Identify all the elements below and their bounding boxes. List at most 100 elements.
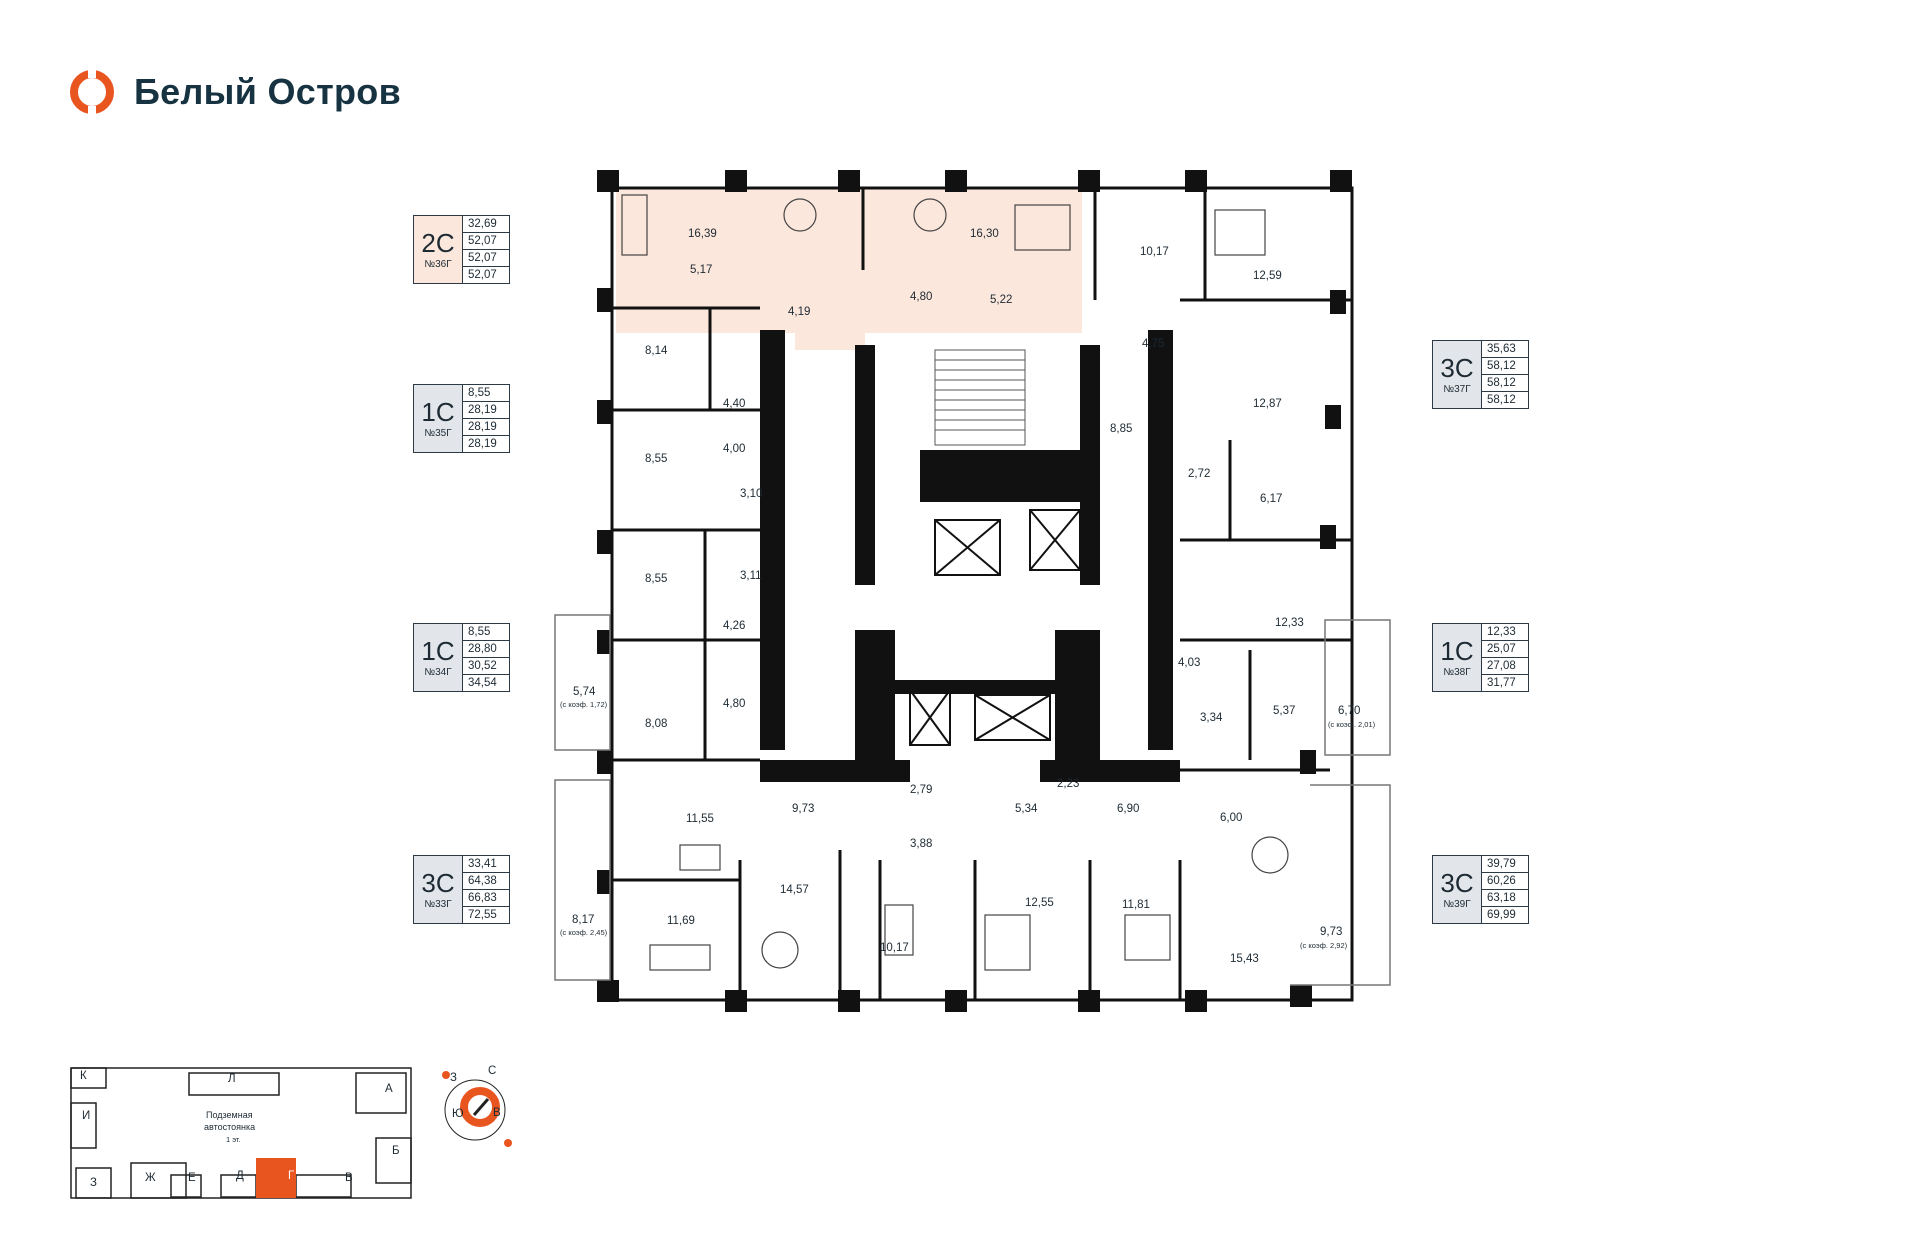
apartment-value: 28,19 <box>463 419 509 436</box>
room-area: 8,14 <box>645 345 668 357</box>
section-letter[interactable]: А <box>385 1083 393 1095</box>
room-area: 2,23 <box>1057 778 1080 790</box>
section-letter[interactable]: Д <box>236 1170 244 1182</box>
room-area: 6,90 <box>1117 803 1140 815</box>
brand-name: Белый Остров <box>134 71 402 112</box>
section-letter[interactable]: Г <box>288 1170 295 1182</box>
room-area: 2,72 <box>1188 468 1211 480</box>
compass-west: З <box>450 1072 457 1084</box>
section-letter[interactable]: И <box>82 1110 91 1122</box>
apartment-value: 28,19 <box>463 402 509 419</box>
room-area: 12,87 <box>1253 398 1282 410</box>
room-area: 8,17 <box>572 914 595 926</box>
apartment-value: 52,07 <box>463 233 509 250</box>
apartment-value: 12,33 <box>1482 624 1528 641</box>
room-area: 15,43 <box>1230 953 1259 965</box>
apartment-type: 3С <box>421 868 455 898</box>
section-letter[interactable]: Б <box>392 1145 400 1157</box>
apartment-value: 32,69 <box>463 216 509 233</box>
apartment-type: 2С <box>421 228 455 258</box>
room-area: 10,17 <box>1140 246 1169 258</box>
apartment-36-area <box>795 270 865 350</box>
room-area: 5,37 <box>1273 705 1296 717</box>
room-area: 10,17 <box>880 942 909 954</box>
apartment-value: 8,55 <box>463 385 509 402</box>
apartment-value: 39,79 <box>1482 856 1528 873</box>
staircase <box>934 349 1026 446</box>
apartment-value: 60,26 <box>1482 873 1528 890</box>
apartment-value: 63,18 <box>1482 890 1528 907</box>
section-letter[interactable]: З <box>90 1177 97 1189</box>
apartment-number: №35Г <box>424 428 452 439</box>
room-area: 4,40 <box>723 398 746 410</box>
room-area: 4,19 <box>788 306 811 318</box>
room-area: 8,85 <box>1110 423 1133 435</box>
room-area: 8,08 <box>645 718 668 730</box>
section-letter[interactable]: Ж <box>145 1172 156 1184</box>
apartment-number: №37Г <box>1443 384 1471 395</box>
site-map-label: Подземная <box>206 1110 253 1120</box>
section-letter[interactable]: Л <box>228 1073 236 1085</box>
room-area: 16,39 <box>688 228 717 240</box>
room-area: 9,73 <box>1320 926 1343 938</box>
logo-icon <box>70 68 114 116</box>
apartment-value: 30,52 <box>463 658 509 675</box>
compass-north: С <box>488 1065 497 1077</box>
apartment-value: 31,77 <box>1487 677 1516 689</box>
balcony-coefficient: (с коэф. 2,01) <box>1328 720 1376 729</box>
compass-icon <box>442 1071 512 1147</box>
room-area: 4,03 <box>1178 657 1201 669</box>
room-area: 12,55 <box>1025 897 1054 909</box>
room-area: 5,22 <box>990 294 1013 306</box>
room-area: 4,75 <box>1142 338 1165 350</box>
room-area: 6,70 <box>1338 705 1361 717</box>
site-map-label: автостоянка <box>204 1122 256 1132</box>
apartment-value: 52,07 <box>463 250 509 267</box>
interior-walls <box>612 188 1352 1000</box>
room-area: 4,00 <box>723 443 746 455</box>
apartment-value: 64,38 <box>463 873 509 890</box>
apartment-number: №34Г <box>424 667 452 678</box>
brand-logo[interactable]: Белый Остров <box>66 66 401 118</box>
apartment-value: 69,99 <box>1487 909 1516 921</box>
room-area: 4,80 <box>910 291 933 303</box>
room-area: 6,17 <box>1260 493 1283 505</box>
apartment-value: 58,12 <box>1482 375 1528 392</box>
apartment-value: 8,55 <box>463 624 509 641</box>
room-area: 9,73 <box>792 803 815 815</box>
apartment-number: №36Г <box>424 259 452 270</box>
room-area: 3,34 <box>1200 712 1223 724</box>
apartment-type: 1С <box>421 636 455 666</box>
room-area: 8,55 <box>645 453 668 465</box>
room-area: 16,30 <box>970 228 999 240</box>
section-letter[interactable]: Е <box>188 1172 196 1184</box>
room-area: 12,33 <box>1275 617 1304 629</box>
balcony-coefficient: (с коэф. 2,45) <box>560 928 608 937</box>
apartment-value: 27,08 <box>1482 658 1528 675</box>
room-area: 12,59 <box>1253 270 1282 282</box>
room-area: 5,17 <box>690 264 713 276</box>
apartment-value: 58,12 <box>1487 394 1516 406</box>
section-letter[interactable]: В <box>345 1172 353 1184</box>
room-area: 8,55 <box>645 573 668 585</box>
room-area: 11,81 <box>1122 899 1150 911</box>
section-letter[interactable]: К <box>80 1070 87 1082</box>
compass-south: Ю <box>452 1108 464 1120</box>
apartment-value: 58,12 <box>1482 358 1528 375</box>
apartment-number: №38Г <box>1443 667 1471 678</box>
balconies <box>554 614 1391 986</box>
outer-walls <box>610 186 1354 1002</box>
apartment-value: 52,07 <box>468 269 497 281</box>
room-area: 6,00 <box>1220 812 1243 824</box>
room-area: 3,11 <box>740 570 762 582</box>
apartment-type: 3С <box>1440 353 1474 383</box>
building-core <box>760 330 1180 782</box>
